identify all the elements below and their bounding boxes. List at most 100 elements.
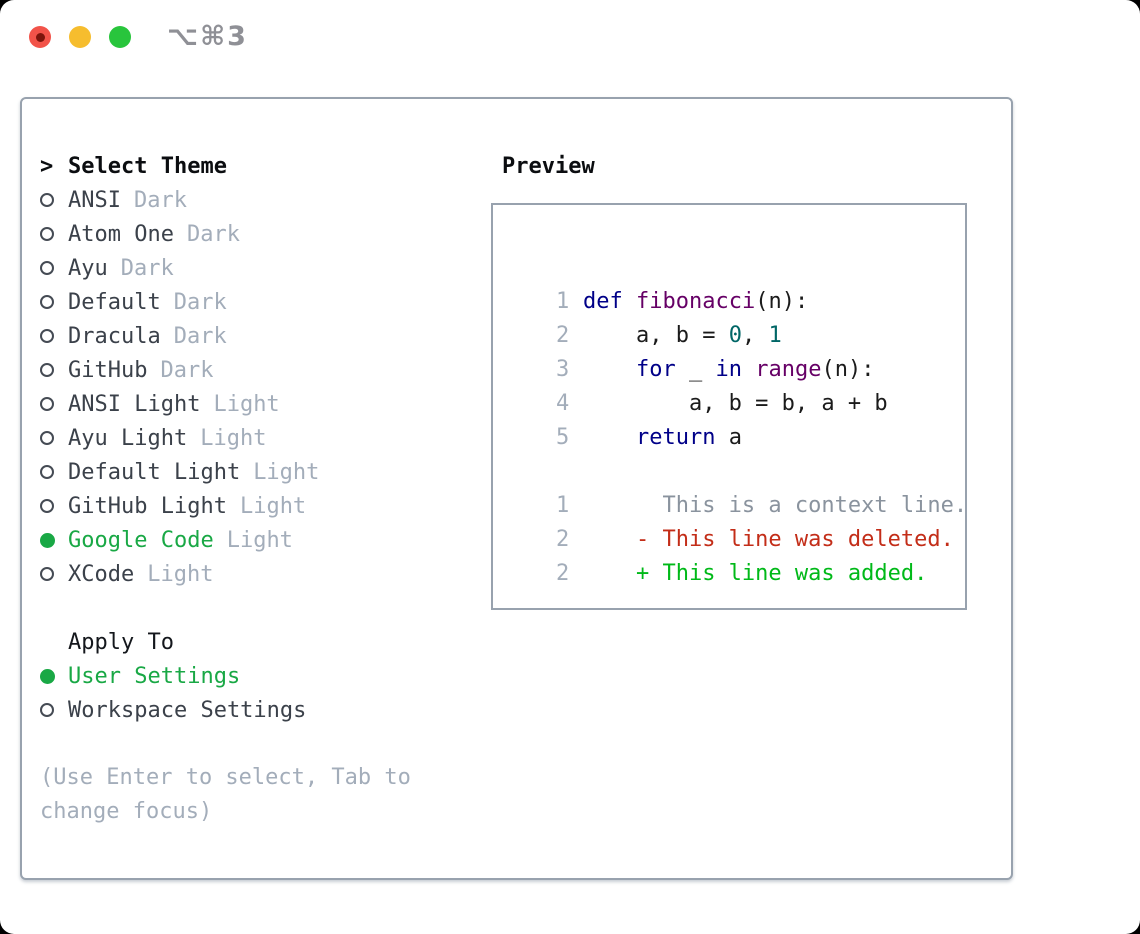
option-variant: Light xyxy=(239,493,307,519)
theme-option[interactable]: Atom One Dark xyxy=(40,217,452,251)
select-theme-title: Select Theme xyxy=(68,153,227,179)
line-number: 1 xyxy=(555,289,570,314)
option-name: Default xyxy=(68,289,161,315)
option-variant: Dark xyxy=(160,357,214,383)
line-content: return a xyxy=(635,425,742,450)
line-content: This is a context line. xyxy=(582,493,967,518)
option-variant: Dark xyxy=(120,255,174,281)
preview-line: 4 a, b = b, a + b xyxy=(503,353,965,416)
option-variant: Light xyxy=(147,561,214,587)
theme-list-section: > Select Theme ANSI Dark Atom One Dark A… xyxy=(40,149,452,829)
line-content: a, b = 0, 1 xyxy=(582,323,782,348)
option-variant: Light xyxy=(253,459,320,485)
line-number: 1 xyxy=(555,493,570,518)
theme-option[interactable]: GitHub Light Light xyxy=(40,489,452,523)
apply-option[interactable]: Workspace Settings xyxy=(40,693,452,727)
option-name: Ayu Light xyxy=(68,425,188,451)
radio-icon xyxy=(40,227,68,241)
preview-line: 1 def fibonacci(n): xyxy=(503,251,965,314)
option-name: Atom One xyxy=(68,221,174,247)
code-preview: 1 def fibonacci(n): 2 a, b = 0, 1 3 for _… xyxy=(503,251,965,450)
preview-title: Preview xyxy=(502,153,595,179)
radio-icon xyxy=(40,567,68,581)
preview-line: 2 + This line was added. xyxy=(503,523,965,586)
line-number: 3 xyxy=(555,357,570,382)
theme-option[interactable]: XCode Light xyxy=(40,557,452,591)
theme-option[interactable]: Default Light Light xyxy=(40,455,452,489)
preview-line: 2 a, b = 0, 1 xyxy=(503,285,965,348)
preview-line: 3 for _ in range(n): xyxy=(503,319,965,382)
line-number: 2 xyxy=(555,561,570,586)
radio-icon xyxy=(40,363,68,377)
option-name: ANSI xyxy=(68,187,121,213)
option-variant: Light xyxy=(226,527,293,553)
spacer xyxy=(40,727,452,761)
line-content: a, b = b, a + b xyxy=(582,391,888,416)
option-variant: Dark xyxy=(133,187,187,213)
close-dot-icon xyxy=(35,32,45,42)
preview-line: 1 This is a context line. xyxy=(503,455,965,518)
maximize-button[interactable] xyxy=(109,26,131,48)
preview-line: 5 return a xyxy=(503,387,965,450)
line-content: def fibonacci(n): xyxy=(582,289,809,314)
preview-box: 1 def fibonacci(n): 2 a, b = 0, 1 3 for _… xyxy=(491,203,967,610)
apply-to-heading: Apply To xyxy=(40,625,452,659)
radio-icon xyxy=(40,533,68,548)
radio-icon xyxy=(40,669,68,684)
line-number: 4 xyxy=(555,391,570,416)
option-name: Workspace Settings xyxy=(68,697,307,723)
option-variant: Light xyxy=(213,391,280,417)
apply-to-title: Apply To xyxy=(68,629,174,655)
option-name: ANSI Light xyxy=(68,391,201,417)
preview-line: 2 - This line was deleted. xyxy=(503,489,965,552)
line-content: for _ in range(n): xyxy=(635,357,875,382)
theme-option[interactable]: ANSI Light Light xyxy=(40,387,452,421)
theme-option[interactable]: ANSI Dark xyxy=(40,183,452,217)
radio-icon xyxy=(40,295,68,309)
radio-icon xyxy=(40,703,68,717)
select-theme-heading: > Select Theme xyxy=(40,149,452,183)
option-variant: Dark xyxy=(173,323,227,349)
option-name: Ayu xyxy=(68,255,108,281)
radio-icon xyxy=(40,397,68,411)
radio-icon xyxy=(40,193,68,207)
theme-option[interactable]: Ayu Light Light xyxy=(40,421,452,455)
line-content: - This line was deleted. xyxy=(582,527,954,552)
theme-option[interactable]: GitHub Dark xyxy=(40,353,452,387)
line-number: 2 xyxy=(555,527,570,552)
option-variant: Dark xyxy=(173,289,227,315)
preview-section: Preview 1 def fibonacci(n): 2 a, b = 0, 1… xyxy=(491,149,967,610)
theme-option[interactable]: Default Dark xyxy=(40,285,452,319)
option-name: GitHub xyxy=(68,357,148,383)
option-variant: Dark xyxy=(186,221,240,247)
preview-heading: Preview xyxy=(502,149,967,183)
theme-options-list: ANSI Dark Atom One Dark Ayu Dark Default… xyxy=(40,183,452,591)
option-name: User Settings xyxy=(68,663,241,689)
theme-option[interactable]: Dracula Dark xyxy=(40,319,452,353)
apply-option[interactable]: User Settings xyxy=(40,659,452,693)
diff-preview: 1 This is a context line. 2 - This line … xyxy=(503,455,965,586)
option-name: Default Light xyxy=(68,459,241,485)
help-text: (Use Enter to select, Tab to change focu… xyxy=(40,765,411,824)
radio-icon xyxy=(40,329,68,343)
option-name: Google Code xyxy=(68,527,214,553)
focus-caret-icon: > xyxy=(40,153,54,179)
keyboard-shortcut-label: ⌥⌘3 xyxy=(167,21,248,52)
option-variant: Light xyxy=(200,425,267,451)
option-name: GitHub Light xyxy=(68,493,227,519)
radio-icon xyxy=(40,465,68,479)
option-name: XCode xyxy=(68,561,135,587)
line-content: + This line was added. xyxy=(582,561,928,586)
option-name: Dracula xyxy=(68,323,161,349)
minimize-button[interactable] xyxy=(69,26,91,48)
line-number: 2 xyxy=(555,323,570,348)
radio-icon xyxy=(40,499,68,513)
theme-option[interactable]: Ayu Dark xyxy=(40,251,452,285)
spacer xyxy=(40,591,452,625)
radio-icon xyxy=(40,431,68,445)
close-button[interactable] xyxy=(29,26,51,48)
theme-option[interactable]: Google Code Light xyxy=(40,523,452,557)
line-number: 5 xyxy=(555,425,570,450)
radio-icon xyxy=(40,261,68,275)
